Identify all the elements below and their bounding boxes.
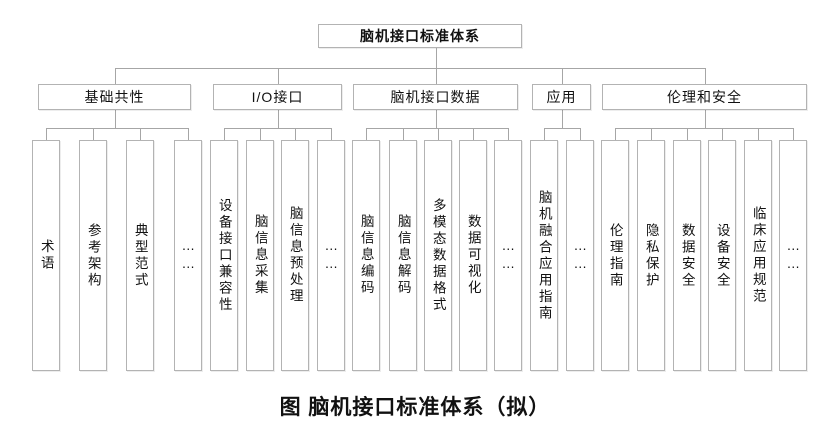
group-node: 基础共性 — [38, 84, 191, 110]
connector-line — [508, 128, 509, 140]
connector-line — [651, 128, 652, 140]
leaf-node: …… — [779, 140, 807, 371]
leaf-node: …… — [174, 140, 202, 371]
connector-line — [366, 128, 509, 129]
connector-line — [438, 128, 439, 140]
root-node: 脑机接口标准体系 — [318, 24, 522, 48]
connector-line — [793, 128, 794, 140]
leaf-node: 数据可视化 — [459, 140, 487, 371]
leaf-node: 典型范式 — [126, 140, 154, 371]
leaf-node: 多模态数据格式 — [424, 140, 452, 371]
leaf-node: …… — [566, 140, 594, 371]
leaf-node: 参考架构 — [79, 140, 107, 371]
group-node: 应用 — [532, 84, 591, 110]
connector-line — [331, 128, 332, 140]
connector-line — [722, 128, 723, 140]
leaf-node: 设备接口兼容性 — [210, 140, 238, 371]
connector-line — [224, 128, 225, 140]
connector-line — [295, 128, 296, 140]
leaf-node: …… — [317, 140, 345, 371]
connector-line — [436, 110, 437, 128]
leaf-node: 数据安全 — [673, 140, 701, 371]
group-node: 伦理和安全 — [602, 84, 807, 110]
leaf-node: 脑信息预处理 — [281, 140, 309, 371]
connector-line — [188, 128, 189, 140]
connector-line — [436, 68, 437, 84]
connector-line — [544, 128, 545, 140]
connector-line — [758, 128, 759, 140]
leaf-node: 脑机融合应用指南 — [530, 140, 558, 371]
connector-line — [46, 128, 47, 140]
connector-line — [224, 128, 332, 129]
leaf-node: 脑信息解码 — [389, 140, 417, 371]
connector-line — [140, 128, 141, 140]
leaf-node: 临床应用规范 — [744, 140, 772, 371]
connector-line — [93, 128, 94, 140]
leaf-node: 伦理指南 — [601, 140, 629, 371]
connector-line — [278, 110, 279, 128]
connector-line — [687, 128, 688, 140]
connector-line — [366, 128, 367, 140]
leaf-node: 术语 — [32, 140, 60, 371]
connector-line — [403, 128, 404, 140]
leaf-node: …… — [494, 140, 522, 371]
figure-caption: 图 脑机接口标准体系（拟） — [279, 396, 551, 419]
connector-line — [260, 128, 261, 140]
connector-line — [562, 68, 563, 84]
connector-line — [115, 68, 116, 84]
group-node: I/O接口 — [213, 84, 342, 110]
connector-line — [580, 128, 581, 140]
leaf-node: 设备安全 — [708, 140, 736, 371]
connector-line — [705, 110, 706, 128]
connector-line — [473, 128, 474, 140]
leaf-node: 隐私保护 — [637, 140, 665, 371]
group-node: 脑机接口数据 — [353, 84, 518, 110]
connector-line — [436, 48, 437, 68]
connector-line — [278, 68, 279, 84]
connector-line — [705, 68, 706, 84]
connector-line — [115, 110, 116, 128]
leaf-node: 脑信息采集 — [246, 140, 274, 371]
connector-line — [562, 110, 563, 128]
leaf-node: 脑信息编码 — [352, 140, 380, 371]
connector-line — [615, 128, 616, 140]
connector-line — [544, 128, 581, 129]
connector-line — [46, 128, 189, 129]
connector-line — [114, 68, 706, 69]
connector-line — [615, 128, 794, 129]
